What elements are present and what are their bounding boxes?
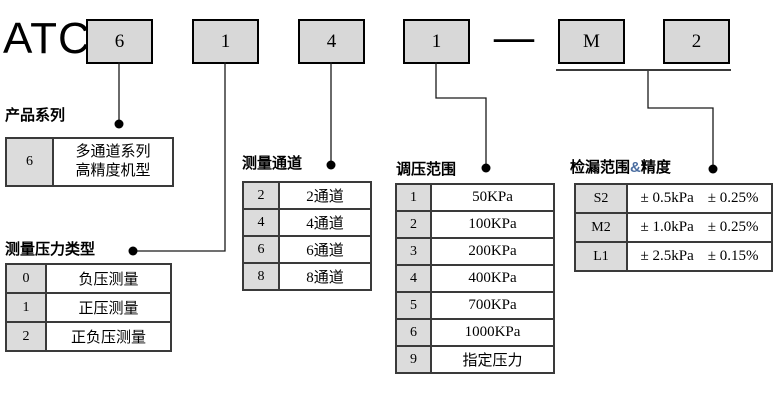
table-row: 8 8通道 [242,262,372,291]
section-title-pressure-type: 测量压力类型 [5,241,96,258]
table-row: 5 700KPa [395,291,555,320]
table-row: 2 正负压测量 [5,321,172,352]
table-row: 2 100KPa [395,210,555,239]
table-row: 3 200KPa [395,237,555,266]
series-table: 6 多通道系列 高精度机型 [5,137,174,187]
code-cell: L1 [574,241,628,272]
code-cell: 1 [5,292,47,323]
code-cell: M2 [574,212,628,243]
desc-cell: 指定压力 [430,345,555,374]
code-box-pressure-type: 1 [192,19,259,64]
code-box-leak-letter: M [558,19,625,64]
desc-cell: 400KPa [430,264,555,293]
table-row: 1 50KPa [395,183,555,212]
desc-cell: 4通道 [278,208,372,237]
leak-range-value: ± 1.0kPa [640,219,694,235]
code-cell: 2 [5,321,47,352]
table-row: 1 正压测量 [5,292,172,323]
table-row: M2 ± 1.0kPa ± 0.25% [574,212,773,243]
table-row: S2 ± 0.5kPa ± 0.25% [574,183,773,214]
code-cell: 2 [242,181,280,210]
desc-cell: 6通道 [278,235,372,264]
channels-table: 2 2通道 4 4通道 6 6通道 8 8通道 [242,181,372,291]
code-box-leak-digit: 2 [663,19,730,64]
desc-cell: 8通道 [278,262,372,291]
code-cell: 4 [395,264,432,293]
desc-cell: 正负压测量 [45,321,172,352]
table-row: 6 1000KPa [395,318,555,347]
leak-title-right: 精度 [640,159,671,176]
code-cell: 6 [5,137,54,187]
leak-accuracy-value: ± 0.25% [707,219,759,235]
leak-table: S2 ± 0.5kPa ± 0.25% M2 ± 1.0kPa ± 0.25% L1… [574,183,773,272]
code-cell: 0 [5,263,47,294]
table-row: 6 6通道 [242,235,372,264]
desc-cell: 100KPa [430,210,555,239]
desc-cell: 负压测量 [45,263,172,294]
desc-cell: 1000KPa [430,318,555,347]
regulation-table: 1 50KPa 2 100KPa 3 200KPa 4 400KPa 5 700… [395,183,555,374]
section-title-series: 产品系列 [5,107,66,124]
code-separator-dash: — [494,14,534,59]
section-title-leak: 检漏范围&精度 [570,156,671,177]
desc-cell: 多通道系列 高精度机型 [52,137,174,187]
desc-cell: 200KPa [430,237,555,266]
table-row: 2 2通道 [242,181,372,210]
code-cell: 2 [395,210,432,239]
code-cell: 9 [395,345,432,374]
code-cell: 5 [395,291,432,320]
desc-cell: ± 2.5kPa ± 0.15% [626,241,773,272]
table-row: 6 多通道系列 高精度机型 [5,137,174,187]
code-box-series: 6 [86,19,153,64]
desc-cell: 正压测量 [45,292,172,323]
leak-range-value: ± 2.5kPa [640,248,694,264]
leak-range-value: ± 0.5kPa [640,190,694,206]
code-cell: 8 [242,262,280,291]
desc-cell: ± 1.0kPa ± 0.25% [626,212,773,243]
desc-cell: 2通道 [278,181,372,210]
brand-prefix: ATC [3,14,91,63]
code-cell: 6 [242,235,280,264]
code-box-regulation: 1 [403,19,470,64]
pressure-type-table: 0 负压测量 1 正压测量 2 正负压测量 [5,263,172,352]
table-row: 0 负压测量 [5,263,172,294]
table-row: L1 ± 2.5kPa ± 0.15% [574,241,773,272]
desc-cell: ± 0.5kPa ± 0.25% [626,183,773,214]
section-title-channels: 测量通道 [242,155,303,172]
code-cell: 1 [395,183,432,212]
code-cell: 3 [395,237,432,266]
section-title-regulation: 调压范围 [396,161,457,178]
desc-cell: 50KPa [430,183,555,212]
code-cell: 4 [242,208,280,237]
leak-accuracy-value: ± 0.15% [707,248,759,264]
table-row: 4 400KPa [395,264,555,293]
code-cell: 6 [395,318,432,347]
table-row: 9 指定压力 [395,345,555,374]
leak-title-ampersand: & [630,159,641,176]
code-cell: S2 [574,183,628,214]
table-row: 4 4通道 [242,208,372,237]
code-box-channels: 4 [298,19,365,64]
leak-title-left: 检漏范围 [570,159,631,176]
desc-cell: 700KPa [430,291,555,320]
leak-accuracy-value: ± 0.25% [707,190,759,206]
